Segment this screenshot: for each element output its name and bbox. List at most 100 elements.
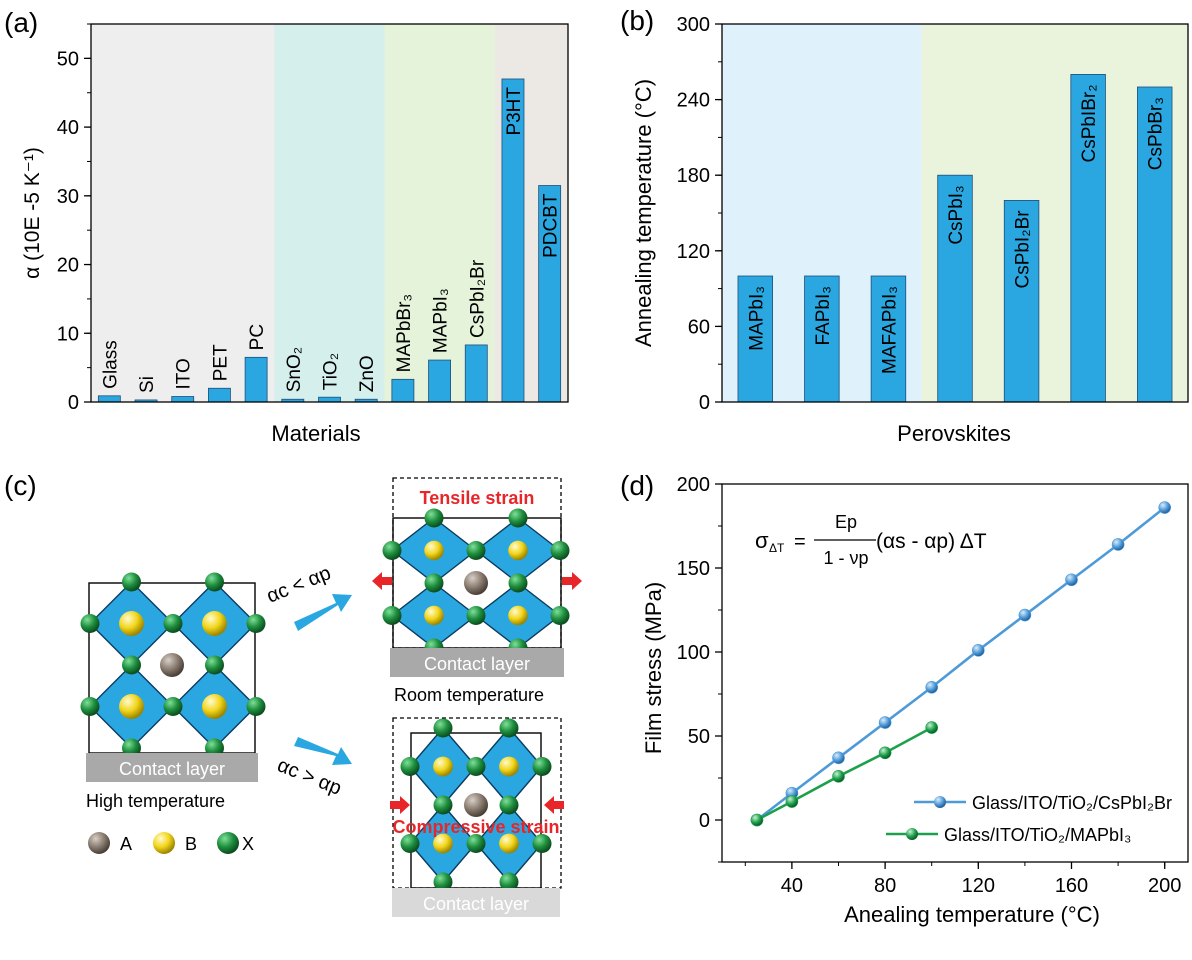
data-point: [785, 795, 799, 808]
tensile-left-arrow-icon: [372, 572, 392, 590]
lattice-tensile: Tensile strain Contact layer Room temper…: [372, 477, 582, 705]
b-atom-icon: [119, 694, 144, 719]
y-tick-label: 100: [677, 642, 710, 664]
a-atom-icon: [464, 571, 488, 595]
x-atom-icon: [424, 573, 444, 593]
blue-arrow-down-icon: [294, 737, 352, 765]
legend-marker-green-icon: [906, 828, 918, 840]
lattice-atoms-compressive: [400, 718, 552, 892]
data-point: [1018, 608, 1032, 622]
category-label: MAFAPbI₃: [879, 286, 900, 374]
data-point: [1111, 538, 1125, 551]
bar: [171, 396, 195, 403]
y-tick-label: 150: [677, 558, 710, 580]
y-tick-label: 50: [688, 726, 710, 748]
category-label: TiO₂: [321, 353, 342, 390]
legend-x-label: X: [242, 834, 254, 854]
b-atom-icon: [424, 605, 444, 626]
bar: [428, 359, 451, 403]
arrow-to-tensile: αc < αp: [264, 562, 352, 631]
data-point: [925, 680, 939, 694]
x-atom-icon: [400, 757, 420, 776]
bar: [870, 275, 907, 403]
x-atom-icon: [508, 508, 528, 528]
category-label: MAPbI₃: [431, 288, 452, 353]
group-background: [91, 24, 275, 402]
x-atom-icon: [122, 655, 141, 675]
bar: [937, 174, 973, 403]
lattice-atoms-high: [80, 572, 266, 758]
b-atom-icon: [499, 756, 519, 777]
legend-label-series-1: Glass/ITO/TiO₂/CsPbI₂Br: [972, 793, 1172, 813]
a-atom-icon: [160, 653, 184, 677]
category-label: CsPbI₂Br: [1013, 210, 1034, 289]
compressive-strain-label: Compressive strain: [392, 817, 559, 837]
x-atom-icon: [550, 606, 570, 625]
b-atom-icon: [433, 833, 453, 854]
contact-layer-high: [86, 753, 258, 782]
b-atom-icon: [433, 756, 453, 777]
x-tick-label: 160: [1055, 875, 1088, 897]
bar: [464, 344, 488, 403]
x-atom-icon: [532, 834, 552, 853]
x-atom-icon: [466, 757, 486, 776]
x-atom-icon: [550, 541, 570, 560]
x-atom-icon: [122, 738, 141, 758]
x-atom-icon: [433, 872, 453, 892]
group-background: [384, 24, 495, 402]
x-atom-icon: [382, 606, 402, 625]
b-atom-icon: [508, 605, 528, 626]
legend-marker-blue-icon: [934, 796, 946, 808]
contact-layer-label-high: Contact layer: [119, 759, 225, 779]
b-atom-icon: [119, 611, 144, 636]
y-tick-label: 120: [677, 241, 710, 263]
legend-b-label: B: [185, 834, 197, 854]
x-atom-icon: [246, 697, 266, 716]
data-point: [1158, 501, 1171, 514]
bar: [1137, 86, 1173, 403]
x-atom-icon: [499, 872, 519, 892]
x-axis-label-b: Perovskites: [897, 421, 1011, 446]
x-atom-icon: [205, 655, 224, 675]
equation-equals: =: [794, 531, 806, 553]
x-atom-icon: [424, 508, 444, 528]
x-axis-label-a: Materials: [271, 421, 360, 446]
legend-a-label: A: [120, 834, 132, 854]
x-atom-icon: [400, 834, 420, 853]
panel-label-a: (a): [4, 7, 38, 38]
y-tick-label: 60: [688, 316, 710, 338]
data-point: [971, 644, 985, 657]
series-line: [756, 726, 933, 822]
x-atom-icon: [80, 614, 100, 633]
x-tick-label: 120: [962, 875, 995, 897]
y-axis-label-d: Film stress (MPa): [641, 582, 666, 754]
y-tick-label: 40: [57, 117, 79, 139]
x-atom-icon: [122, 572, 141, 592]
category-label: PET: [210, 344, 231, 381]
data-point: [925, 721, 939, 734]
x-tick-label: 80: [874, 875, 896, 897]
lattice-high-temperature: Contact layer High temperature: [80, 572, 266, 811]
y-tick-label: 10: [57, 323, 79, 345]
y-axis-label-b: Annealing temperature (°C): [631, 79, 656, 347]
x-atom-icon: [532, 757, 552, 776]
category-label: P3HT: [504, 87, 525, 136]
b-atom-icon: [202, 694, 227, 719]
legend-x-atom-icon: [217, 832, 239, 854]
bar: [804, 275, 840, 403]
stress-equation: σ ΔT = Ep 1 - νp (αs - αp) ΔT: [755, 512, 987, 568]
b-atom-icon: [508, 540, 528, 561]
arrow-to-compressive: αc > αp: [274, 737, 352, 800]
bar: [97, 395, 121, 403]
x-atom-icon: [466, 541, 486, 560]
y-tick-label: 20: [57, 255, 79, 277]
x-atom-icon: [466, 606, 486, 625]
